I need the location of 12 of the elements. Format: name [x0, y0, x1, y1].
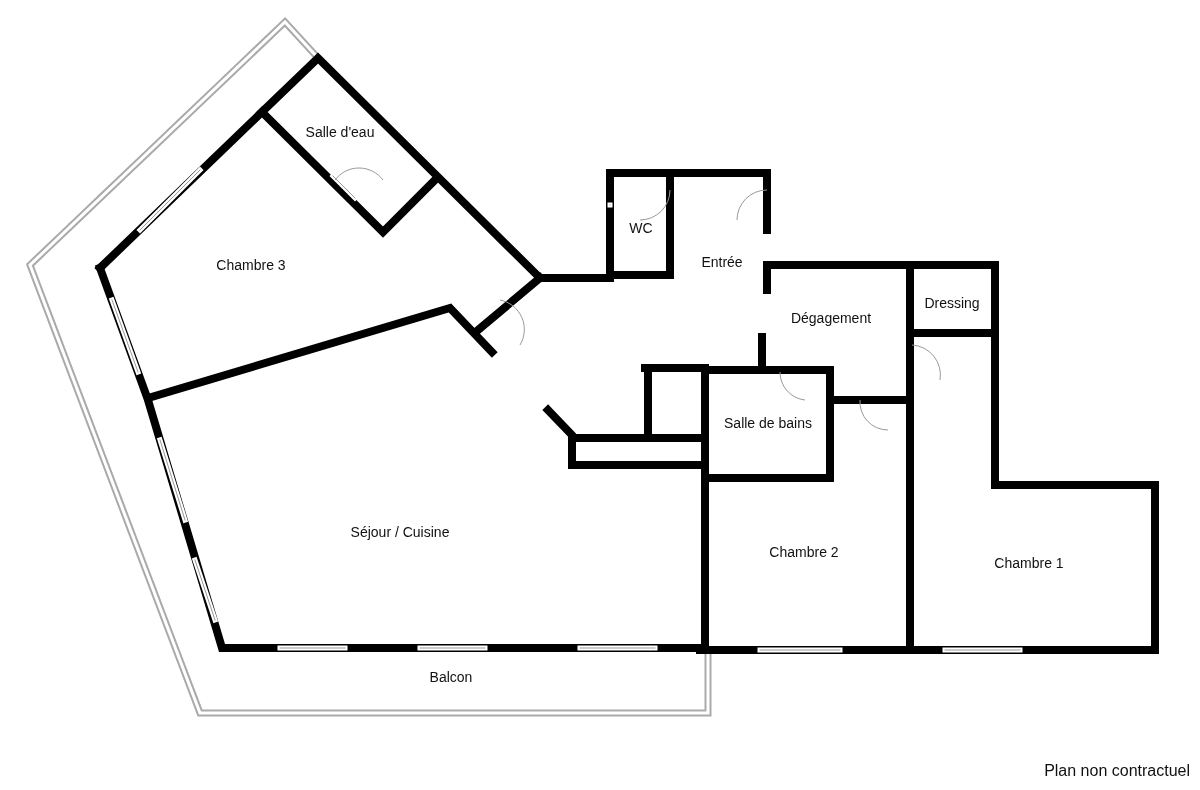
room-label: Dégagement [790, 310, 872, 326]
room-label: Dressing [924, 295, 980, 311]
room-label: Entrée [701, 254, 743, 270]
room-label: Séjour / Cuisine [350, 524, 450, 540]
room-label: Balcon [429, 669, 473, 685]
room-label: Chambre 1 [994, 555, 1064, 571]
room-label: WC [629, 220, 653, 236]
room-label: Salle d'eau [305, 124, 375, 140]
room-label: Salle de bains [724, 415, 812, 431]
room-label: Chambre 3 [216, 257, 286, 273]
disclaimer-note: Plan non contractuel [1044, 762, 1190, 780]
room-label: Chambre 2 [769, 544, 839, 560]
